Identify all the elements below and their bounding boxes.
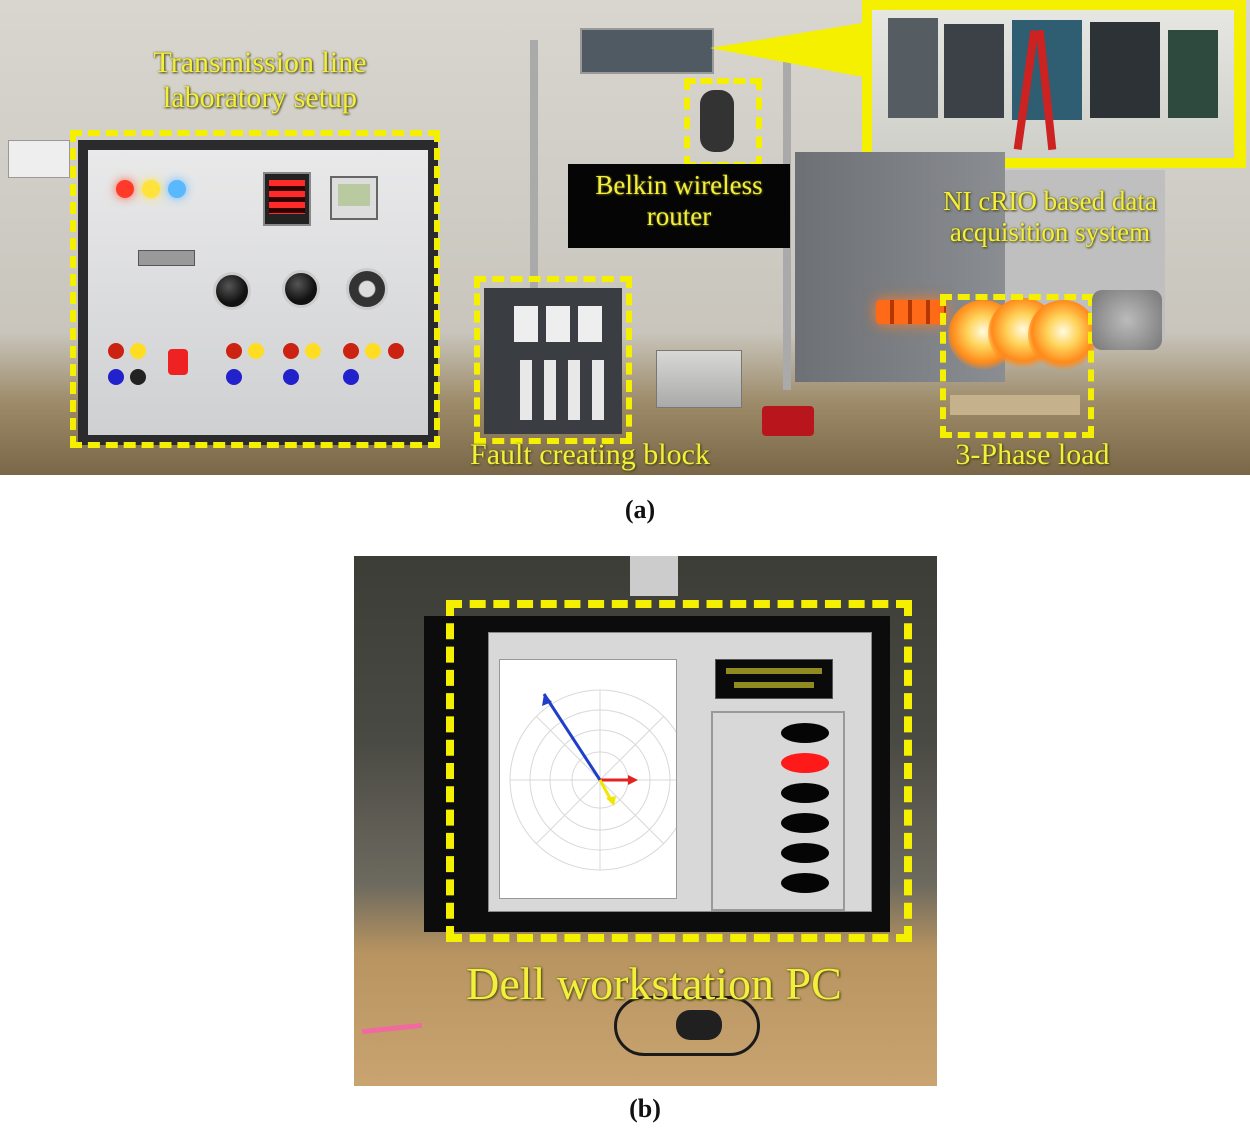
fault-led-3: [781, 783, 829, 803]
keyboard-cable: [614, 996, 760, 1056]
fault-block-highlight-box: [474, 276, 632, 444]
red-rotary-switch: [168, 349, 188, 375]
fault-block-panel: [484, 288, 622, 434]
fault-block-label: Fault creating block: [470, 438, 710, 471]
power-meter-display: [263, 172, 311, 226]
lcd-display: [330, 176, 378, 220]
knob-1: [213, 272, 251, 310]
power-supply-box: [656, 350, 742, 408]
wall-socket: [8, 140, 70, 178]
callout-pointer: [710, 22, 868, 78]
router-device: [700, 90, 734, 152]
crio-zoom-inset: [862, 0, 1246, 168]
fault-led-6: [781, 873, 829, 893]
knob-2: [282, 270, 320, 308]
caption-b: (b): [629, 1094, 661, 1123]
motor: [1092, 290, 1162, 350]
indicator-lamp-red: [116, 180, 134, 198]
workstation-photo: Dell workstation PC: [354, 556, 937, 1086]
workstation-label: Dell workstation PC: [466, 958, 842, 1009]
fault-led-2-active: [781, 753, 829, 773]
red-instrument: [762, 406, 814, 436]
knob-3: [346, 268, 388, 310]
load-switch-row: [876, 300, 946, 324]
bulb-3: [1028, 300, 1098, 370]
router-label: Belkin wireless router: [568, 170, 790, 232]
load-label: 3-Phase load: [955, 438, 1110, 471]
router-label-box: [568, 164, 790, 248]
mouse: [676, 1010, 722, 1040]
load-highlight-box: [940, 294, 1094, 438]
fault-led-1: [781, 723, 829, 743]
transmission-line-highlight-box: [70, 130, 440, 448]
transmission-line-panel: [78, 140, 438, 445]
workstation-highlight-box: [446, 600, 912, 942]
monitor-stand: [630, 556, 678, 596]
screen-application-window: [488, 632, 872, 912]
crio-label-line2: acquisition system: [949, 217, 1151, 248]
selector-switch: [138, 250, 195, 266]
indicator-lamp-yellow: [142, 180, 160, 198]
terminal-row: [108, 335, 408, 405]
transmission-line-label-line2: laboratory setup: [162, 80, 358, 114]
crio-module-small: [580, 28, 714, 74]
caption-a: (a): [624, 495, 656, 524]
fault-led-4: [781, 813, 829, 833]
fault-info-box: [715, 659, 833, 699]
transmission-line-label: Transmission line laboratory setup: [110, 46, 410, 115]
fault-indicator-panel: [711, 711, 845, 911]
phasor-blue: [542, 693, 602, 781]
pink-pen: [361, 1022, 423, 1035]
bulb-base-board: [950, 395, 1080, 415]
indicator-lamp-blue: [168, 180, 186, 198]
phasor-diagram-area: [499, 659, 691, 899]
transmission-line-label-line1: Transmission line: [153, 46, 367, 79]
fault-led-5: [781, 843, 829, 863]
crio-label: NI cRIO based data acquisition system: [905, 186, 1195, 248]
router-label-line1: Belkin wireless: [595, 170, 763, 200]
crio-label-line1: NI cRIO based data: [943, 186, 1157, 216]
router-label-line2: router: [646, 201, 712, 232]
crio-zoom-photo: [872, 10, 1234, 158]
lab-setup-photo: Belkin wireless router NI cRIO based dat…: [0, 0, 1250, 475]
